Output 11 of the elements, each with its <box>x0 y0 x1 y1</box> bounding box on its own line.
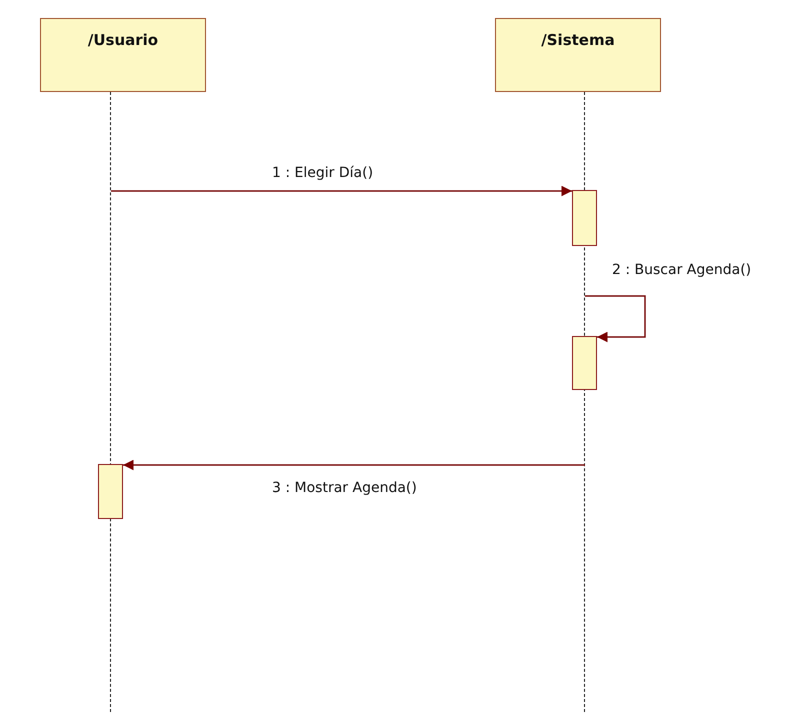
message-arrow <box>111 186 572 196</box>
participant-box <box>495 18 661 92</box>
message-arrow <box>585 295 646 342</box>
participant-name: /Sistema <box>540 31 616 49</box>
participant-box <box>40 18 206 92</box>
activation-bar <box>98 464 123 519</box>
participant-name: /Usuario <box>86 31 160 49</box>
message-label: 3 : Mostrar Agenda() <box>270 480 419 496</box>
message-arrow <box>123 460 585 470</box>
activation-bar <box>572 336 597 390</box>
activation-bar <box>572 190 597 246</box>
